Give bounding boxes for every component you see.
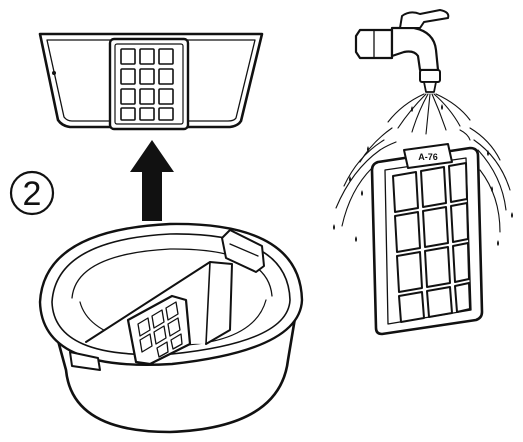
water-drop-icon	[333, 104, 513, 246]
arrow-up-icon	[130, 140, 174, 221]
filter-cartridge-icon: A-76	[370, 143, 484, 336]
filter-label: A-76	[418, 152, 438, 162]
tank-icon	[38, 222, 304, 434]
water-spray-icon	[335, 93, 511, 233]
step-marker: 2	[9, 170, 55, 216]
step-number: 2	[23, 175, 42, 213]
cover-with-filter-icon	[38, 32, 264, 131]
faucet-icon	[354, 9, 450, 93]
